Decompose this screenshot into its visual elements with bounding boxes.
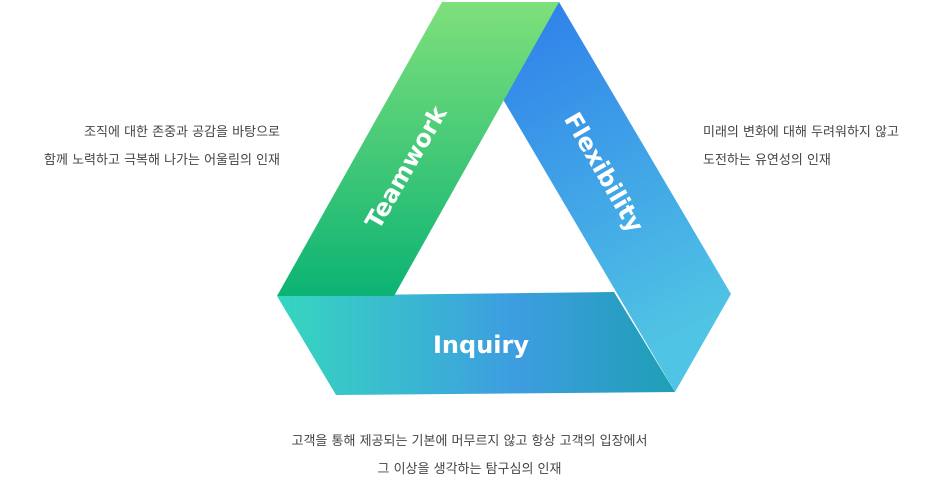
flexibility-caption: 미래의 변화에 대해 두려워하지 않고 도전하는 유연성의 인재 (703, 119, 899, 175)
inquiry-label: Inquiry (433, 331, 529, 359)
teamwork-caption: 조직에 대한 존중과 공감을 바탕으로 함께 노력하고 극복해 나가는 어울림의… (44, 119, 280, 175)
inquiry-caption-line1: 고객을 통해 제공되는 기본에 머무르지 않고 항상 고객의 입장에서 (291, 434, 648, 449)
teamwork-caption-line1: 조직에 대한 존중과 공감을 바탕으로 (84, 125, 280, 140)
inquiry-caption-line2: 그 이상을 생각하는 탐구심의 인재 (377, 462, 562, 477)
teamwork-caption-line2: 함께 노력하고 극복해 나가는 어울림의 인재 (44, 153, 280, 168)
flexibility-band (501, 2, 731, 392)
inquiry-band (277, 292, 675, 395)
flexibility-caption-line1: 미래의 변화에 대해 두려워하지 않고 (703, 125, 899, 140)
teamwork-band (277, 2, 559, 296)
inquiry-caption: 고객을 통해 제공되는 기본에 머무르지 않고 항상 고객의 입장에서 그 이상… (0, 428, 939, 480)
flexibility-caption-line2: 도전하는 유연성의 인재 (703, 153, 831, 168)
